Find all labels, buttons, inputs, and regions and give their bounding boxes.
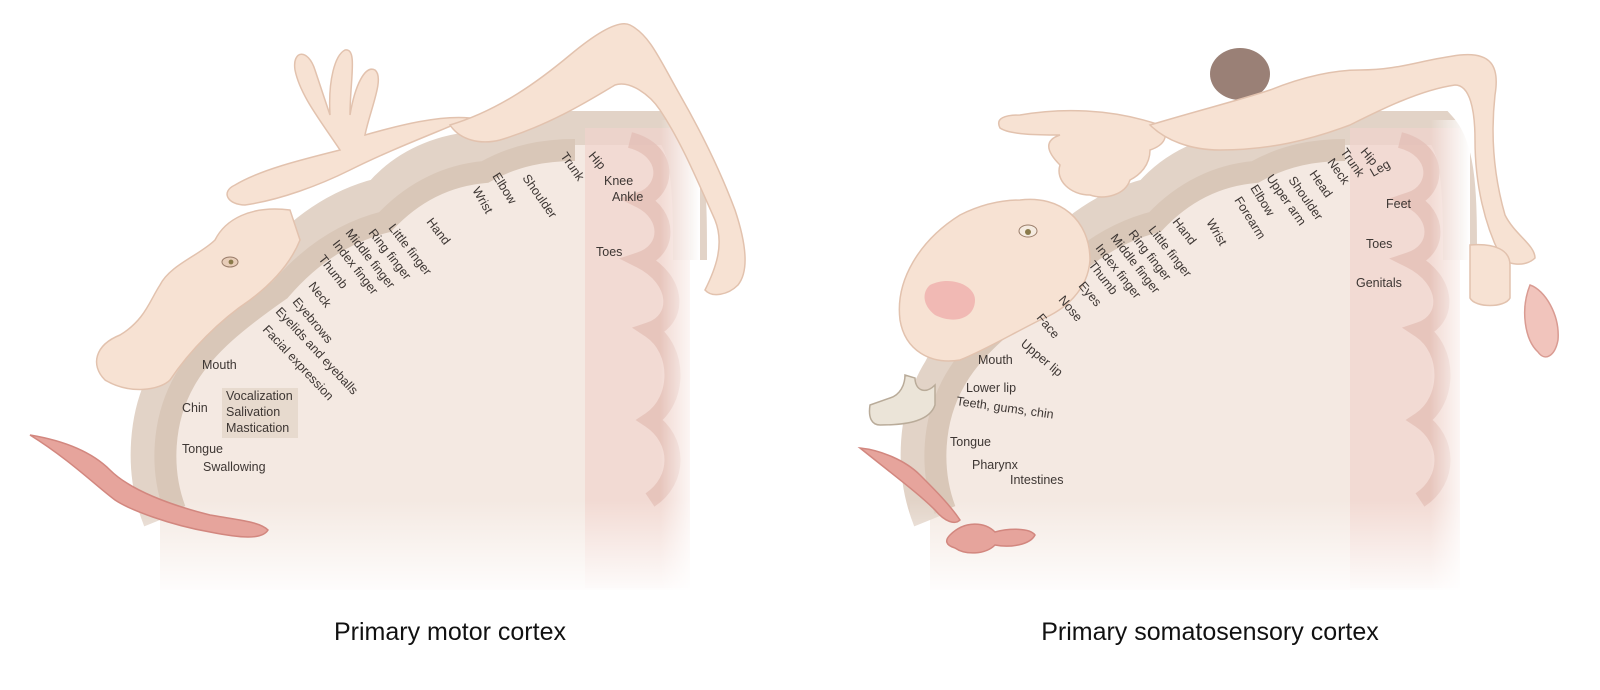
motor-primary-strip — [154, 139, 576, 514]
sensory-label-intestines: Intestines — [1010, 473, 1064, 487]
motor-label-swallowing: Swallowing — [203, 460, 266, 474]
sensory-lips-shape — [924, 280, 975, 320]
sensory-face-shape — [898, 198, 1091, 362]
sensory-label-tongue: Tongue — [950, 435, 991, 449]
sensory-jaw-shape — [868, 373, 936, 426]
motor-label-mouth: Mouth — [202, 358, 237, 372]
motor-tongue-shape — [29, 434, 269, 538]
sensory-brain-section — [917, 127, 1460, 590]
sensory-genitals-shape — [1523, 284, 1559, 358]
sensory-title: Primary somatosensory cortex — [1041, 618, 1379, 646]
sensory-cortex-panel: Hip Leg Trunk Neck Head Shoulder Upper a… — [857, 48, 1559, 646]
motor-label-knee: Knee — [604, 174, 633, 188]
motor-hand-shape — [226, 49, 471, 206]
sensory-toes-shape — [1469, 243, 1511, 307]
sensory-label-toes: Toes — [1366, 237, 1392, 251]
motor-label-salivation: Salivation — [226, 405, 280, 419]
sensory-label-lower-lip: Lower lip — [966, 381, 1016, 395]
motor-brain-section — [147, 127, 690, 590]
motor-label-toes: Toes — [596, 245, 622, 259]
motor-label-ankle: Ankle — [612, 190, 643, 204]
motor-arm-body-shape — [448, 23, 746, 296]
motor-label-chin: Chin — [182, 401, 208, 415]
sensory-tongue-shape — [857, 447, 961, 523]
sensory-label-genitals: Genitals — [1356, 276, 1402, 290]
sensory-label-mouth: Mouth — [978, 353, 1013, 367]
motor-label-tongue: Tongue — [182, 442, 223, 456]
motor-label-vocalization: Vocalization — [226, 389, 293, 403]
sensory-label-pharynx: Pharynx — [972, 458, 1019, 472]
sensory-intestines-shape — [946, 523, 1036, 554]
motor-title: Primary motor cortex — [334, 618, 566, 646]
sensory-body-leg-shape — [1148, 53, 1536, 265]
motor-label-mastication: Mastication — [226, 421, 289, 435]
motor-cortex-panel: Toes Knee Ankle Hip Trunk Shoulder Elbow… — [29, 23, 746, 646]
motor-oral-box — [222, 388, 298, 438]
motor-face-shape — [95, 208, 301, 391]
sensory-head-shape — [1210, 48, 1270, 100]
sensory-label-feet: Feet — [1386, 197, 1412, 211]
